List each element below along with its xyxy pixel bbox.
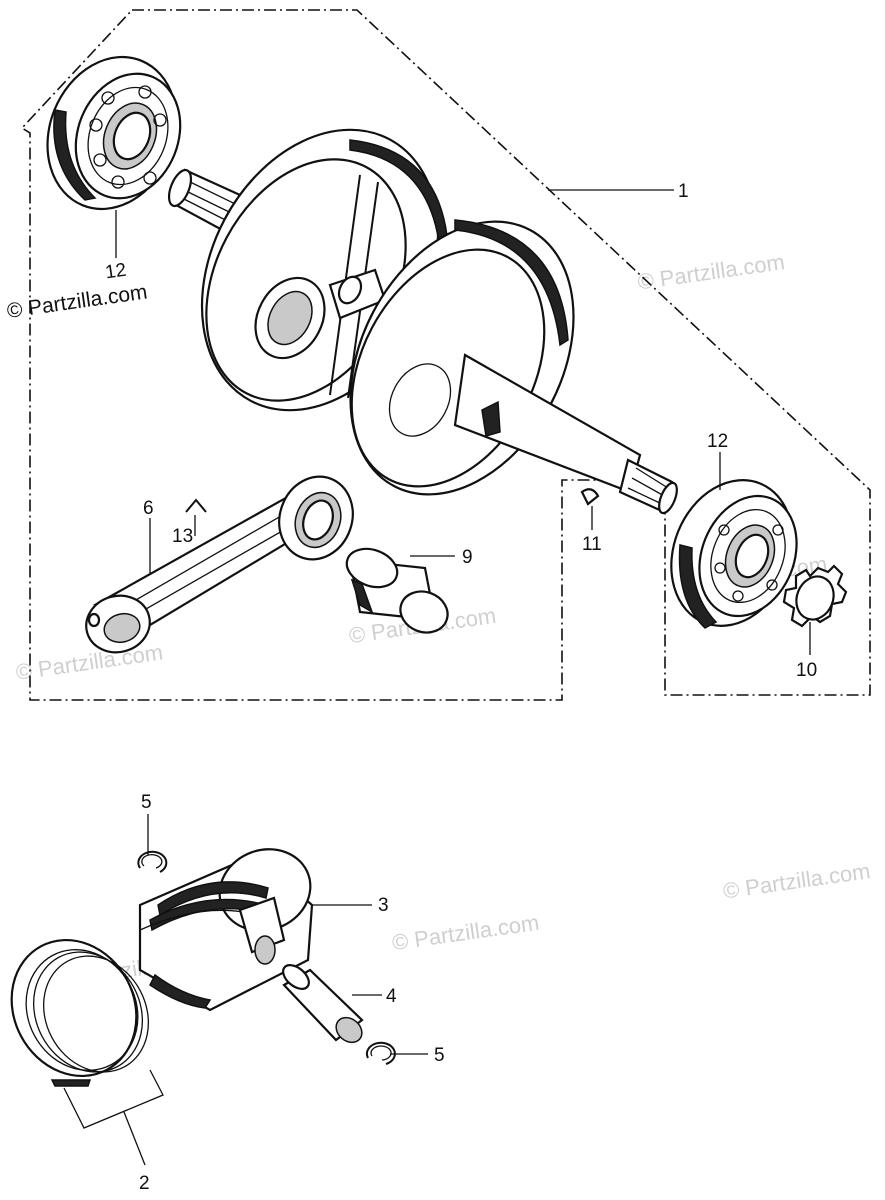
callout-13: 13 bbox=[172, 526, 193, 547]
callout-10: 10 bbox=[796, 660, 817, 681]
circlip-icon bbox=[137, 850, 168, 873]
callout-5-top: 5 bbox=[141, 792, 152, 813]
credit-text: © Partzilla.com bbox=[5, 280, 148, 322]
circlip-icon bbox=[365, 1041, 396, 1065]
watermark-text: © Partzilla.com bbox=[722, 858, 872, 903]
leader-lines bbox=[63, 189, 811, 1166]
callouts: 1 12 12 6 13 9 11 10 5 3 4 5 2 bbox=[104, 181, 817, 1194]
bearing-icon bbox=[46, 55, 182, 211]
callout-4: 4 bbox=[386, 986, 397, 1007]
watermark-text: © Partzilla.com bbox=[636, 249, 786, 294]
assembly-boundary bbox=[20, 9, 871, 701]
watermark-text: © Partzilla.com bbox=[14, 639, 164, 684]
woodruff-key-icon bbox=[580, 488, 600, 506]
callout-12-left: 12 bbox=[104, 260, 128, 284]
needle-bearing-icon bbox=[345, 547, 449, 634]
callout-3: 3 bbox=[378, 895, 389, 916]
piston-icon bbox=[138, 848, 314, 1012]
bearing-icon bbox=[670, 479, 798, 629]
callout-2: 2 bbox=[139, 1173, 150, 1194]
connecting-rod-icon bbox=[85, 475, 354, 654]
callout-5-bottom: 5 bbox=[434, 1045, 445, 1066]
callout-12-right: 12 bbox=[707, 431, 728, 452]
gear-icon bbox=[782, 564, 848, 628]
callout-9: 9 bbox=[462, 547, 473, 568]
callout-6: 6 bbox=[143, 498, 154, 519]
clip-icon bbox=[185, 498, 207, 513]
piston-rings-icon bbox=[10, 938, 150, 1087]
callout-1: 1 bbox=[678, 181, 689, 202]
crankshaft-icon bbox=[167, 128, 678, 515]
piston-pin-icon bbox=[282, 964, 364, 1044]
callout-11: 11 bbox=[582, 534, 602, 555]
watermark-text: © Partzilla.com bbox=[390, 910, 540, 955]
